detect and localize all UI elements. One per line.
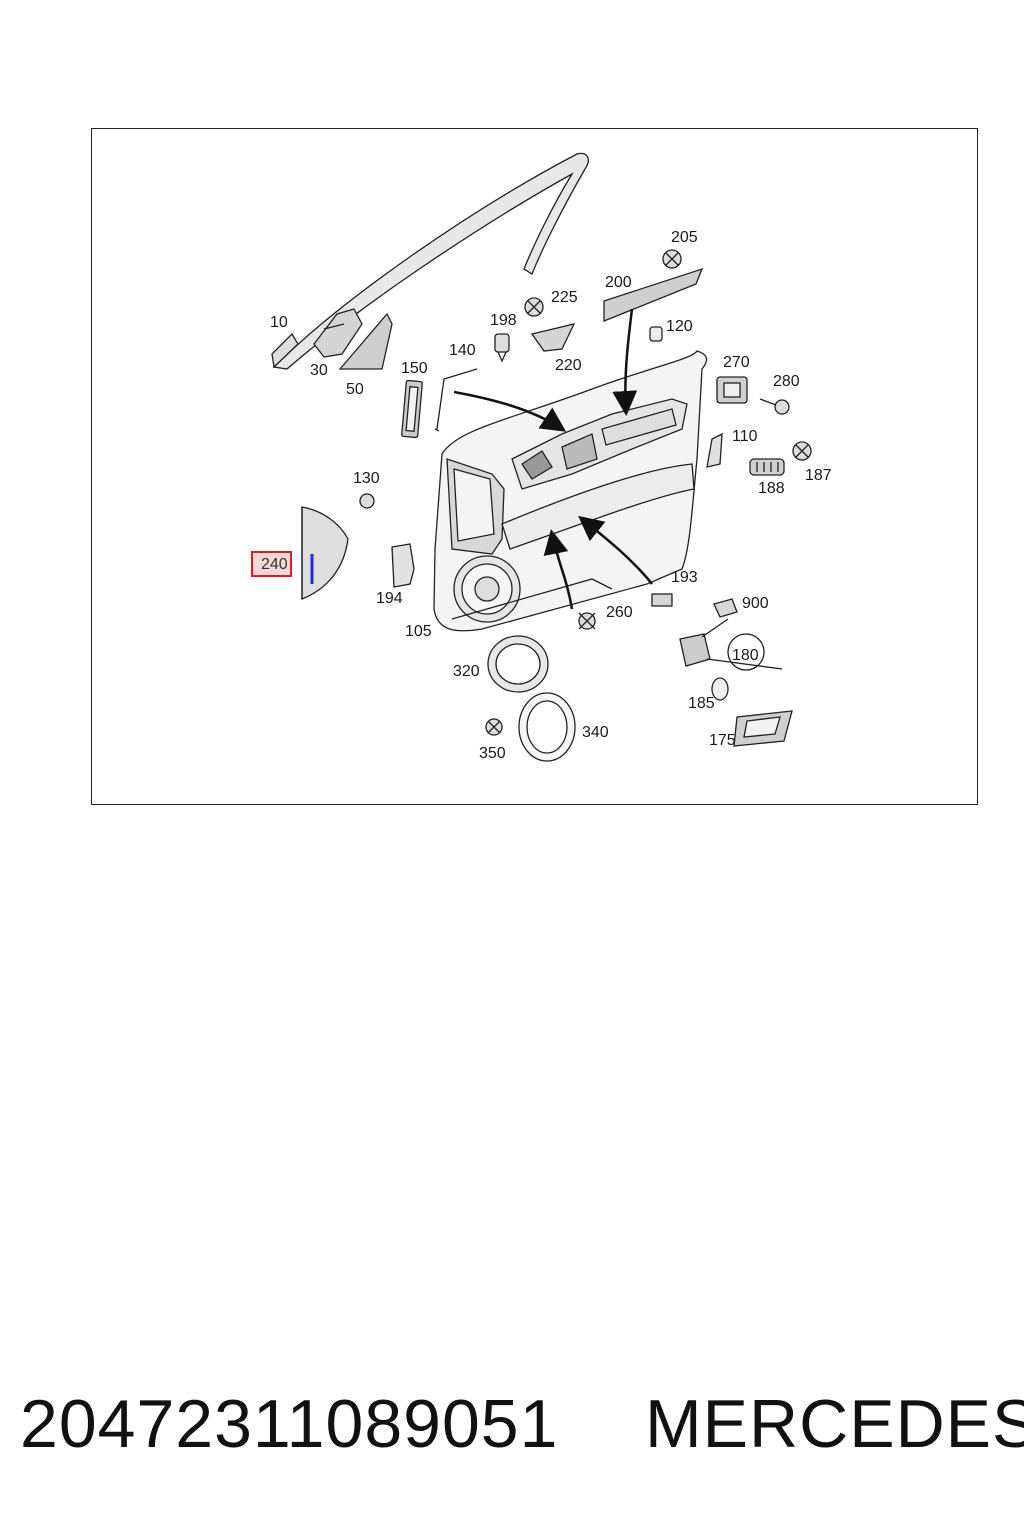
callout-130: 130 bbox=[353, 470, 380, 487]
part-187-star-clip bbox=[792, 441, 812, 461]
callout-105: 105 bbox=[405, 623, 432, 640]
callout-240-highlighted: 240 bbox=[251, 551, 292, 577]
part-175-door-light bbox=[733, 710, 793, 747]
callout-194: 194 bbox=[376, 590, 403, 607]
callout-350: 350 bbox=[479, 745, 506, 762]
part-194-bracket bbox=[391, 543, 415, 588]
part-200-trim-strip bbox=[603, 267, 704, 322]
part-198-clip bbox=[494, 333, 510, 363]
callout-180: 180 bbox=[732, 647, 759, 664]
part-185-bulb bbox=[711, 677, 729, 701]
part-193-clip bbox=[651, 593, 673, 607]
callout-175: 175 bbox=[709, 732, 736, 749]
callout-150: 150 bbox=[401, 360, 428, 377]
callout-185: 185 bbox=[688, 695, 715, 712]
callout-188: 188 bbox=[758, 480, 785, 497]
callout-205: 205 bbox=[671, 229, 698, 246]
callout-120: 120 bbox=[666, 318, 693, 335]
part-260-screw bbox=[578, 612, 596, 630]
callout-140: 140 bbox=[449, 342, 476, 359]
callout-187: 187 bbox=[805, 467, 832, 484]
callout-320: 320 bbox=[453, 663, 480, 680]
callout-270: 270 bbox=[723, 354, 750, 371]
part-270-switch bbox=[716, 376, 748, 404]
part-30-bracket bbox=[313, 308, 363, 358]
part-280-screw bbox=[759, 398, 790, 415]
part-320-speaker-ring bbox=[487, 635, 549, 693]
callout-260: 260 bbox=[606, 604, 633, 621]
part-50-triangle-trim bbox=[338, 312, 393, 370]
callout-280: 280 bbox=[773, 373, 800, 390]
callout-50: 50 bbox=[346, 381, 364, 398]
part-140-rod bbox=[434, 368, 478, 432]
part-225-star-clip bbox=[524, 297, 544, 317]
part-205-star-clip bbox=[662, 249, 682, 269]
part-340-speaker bbox=[518, 692, 576, 762]
callout-340: 340 bbox=[582, 724, 609, 741]
parts-diagram: 10 30 50 140 150 198 225 220 200 205 120… bbox=[91, 128, 978, 805]
part-900-connector bbox=[713, 598, 738, 618]
part-150-handle-insert bbox=[401, 379, 423, 439]
part-110-clip bbox=[706, 432, 723, 468]
part-number: 20472311089051 bbox=[20, 1386, 559, 1462]
product-footer: 20472311089051 MERCEDES bbox=[0, 1385, 1024, 1465]
callout-220: 220 bbox=[555, 357, 582, 374]
callout-193: 193 bbox=[671, 569, 698, 586]
part-105-door-panel bbox=[433, 350, 708, 632]
part-130-clip bbox=[359, 493, 375, 509]
callout-10: 10 bbox=[270, 314, 288, 331]
callout-30: 30 bbox=[310, 362, 328, 379]
brand-name: MERCEDES bbox=[645, 1386, 1024, 1462]
part-120-clip bbox=[649, 326, 663, 342]
door-panel-exploded-view bbox=[271, 152, 812, 762]
callout-198: 198 bbox=[490, 312, 517, 329]
callout-110: 110 bbox=[732, 428, 758, 445]
part-188-vent bbox=[749, 458, 785, 476]
part-240-end-cap bbox=[301, 506, 349, 600]
assembly-arrows bbox=[453, 308, 653, 610]
callout-225: 225 bbox=[551, 289, 578, 306]
callout-200: 200 bbox=[605, 274, 632, 291]
part-350-star-clip bbox=[485, 718, 503, 736]
part-220-cover bbox=[530, 323, 576, 352]
part-180-bulb-holder bbox=[679, 618, 783, 671]
callout-900: 900 bbox=[742, 595, 769, 612]
